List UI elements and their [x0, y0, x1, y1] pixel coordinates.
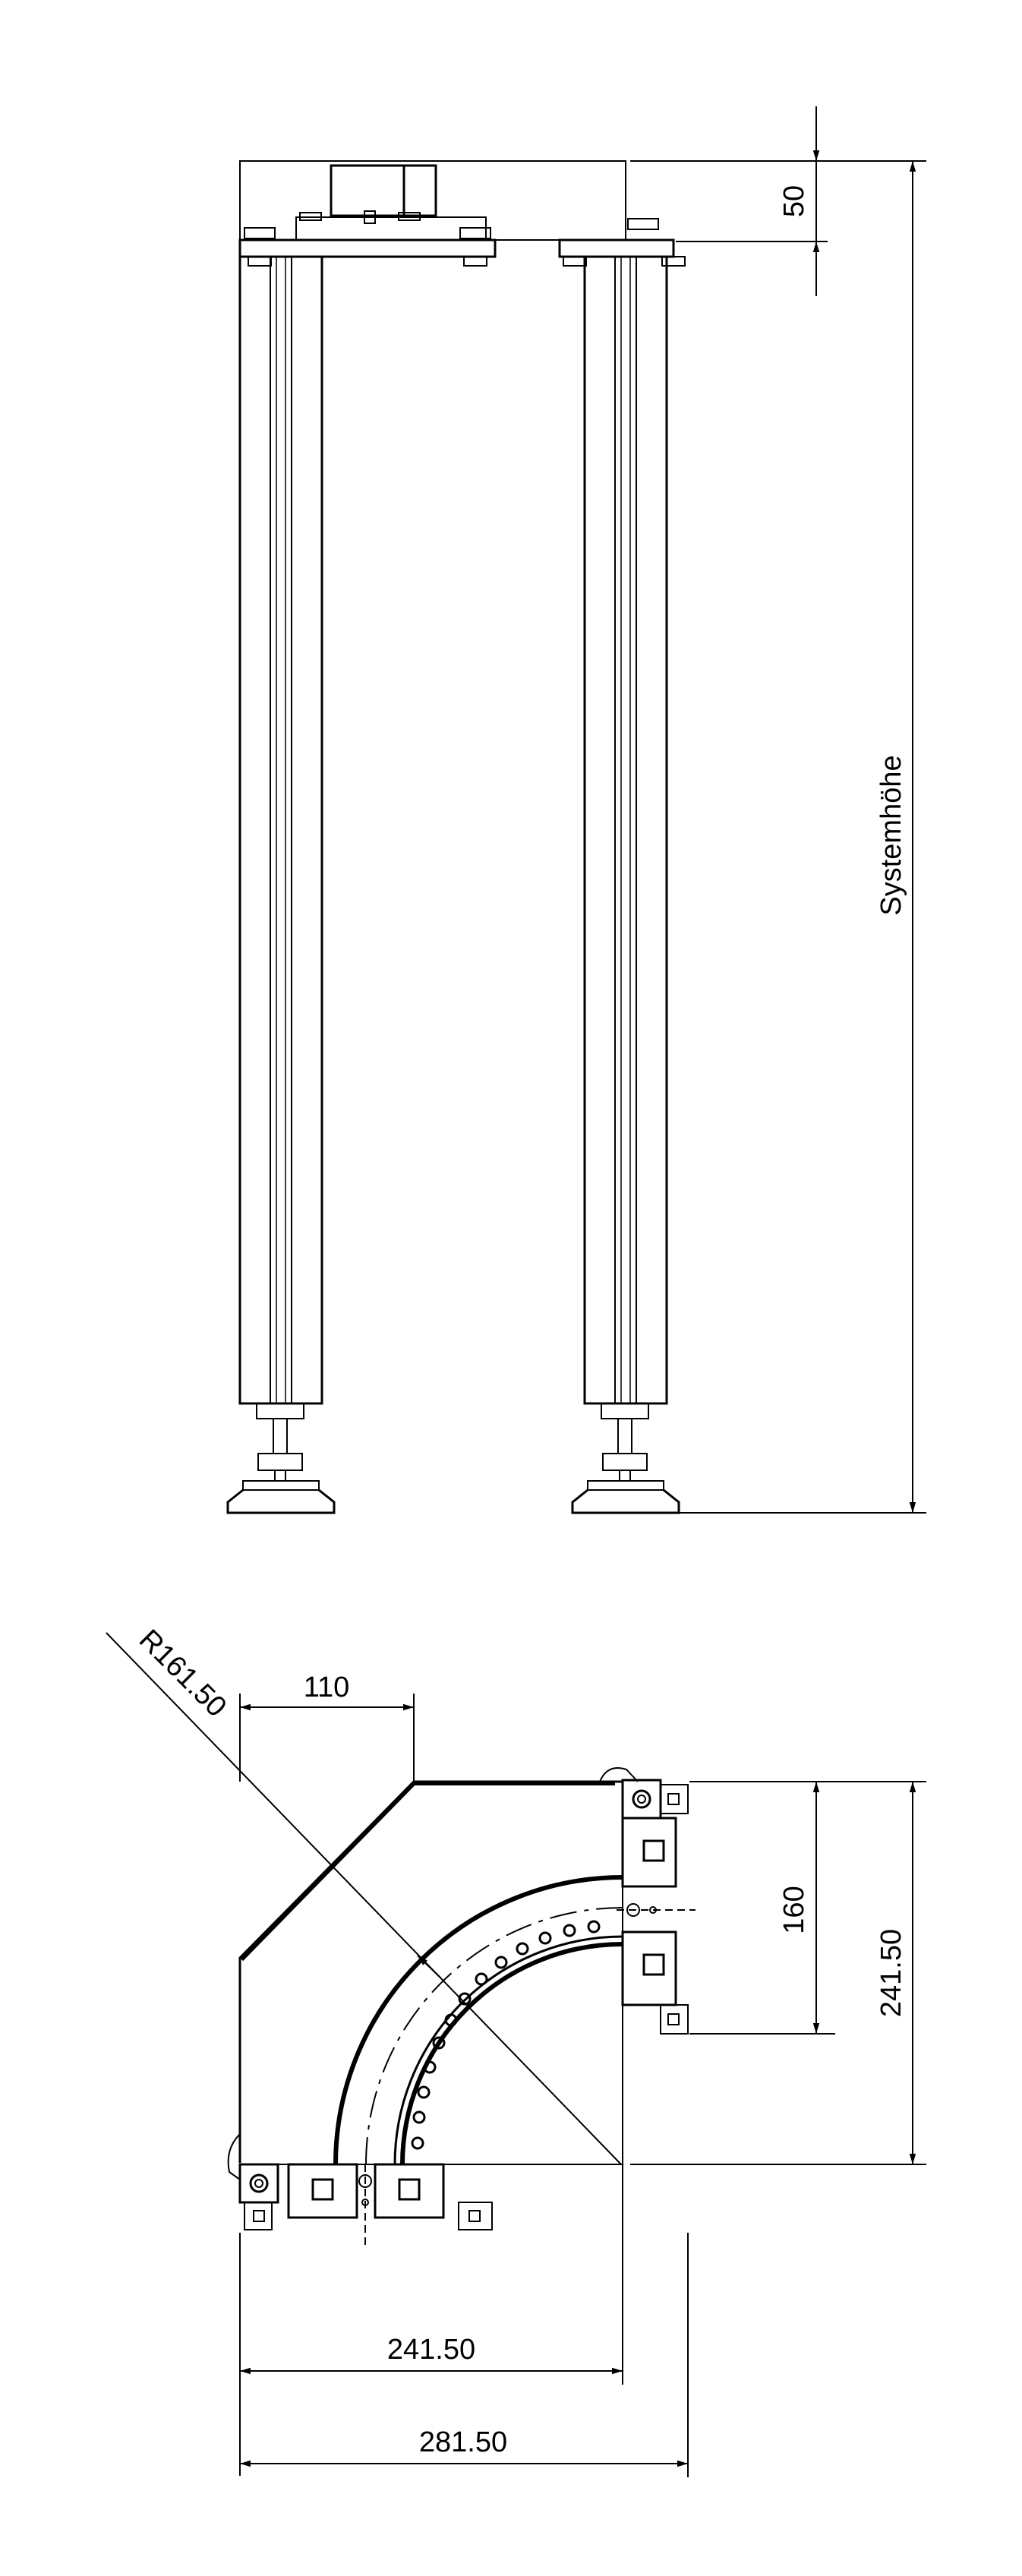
dim-chamfer-width: 110 — [239, 1672, 415, 1782]
dim-connector-spacing: 160 — [689, 1781, 835, 2035]
dim-inner-label: 241.50 — [387, 2334, 475, 2366]
dim-inner-width: 241.50 — [239, 2164, 623, 2476]
dim-160-label: 160 — [778, 1886, 810, 1934]
dim-system-height: Systemhöhe — [676, 161, 926, 1514]
dim-top-plate-height: 50 — [630, 106, 926, 296]
right-leg — [571, 255, 680, 1514]
drive-unit — [295, 164, 487, 241]
dim-side-height: 241.50 — [630, 1781, 926, 2165]
top-view: R161.50 110 160 241.50 241.5 — [106, 1624, 926, 2477]
cross-beam-left — [238, 238, 497, 258]
dim-radius: R161.50 — [106, 1624, 622, 2165]
left-leg — [226, 255, 336, 1514]
dim-side-label: 241.50 — [875, 1929, 907, 2017]
dim-110-label: 110 — [304, 1672, 350, 1703]
top-plate — [239, 160, 626, 241]
bead-row — [411, 1920, 601, 2150]
chamfer-edge — [239, 1781, 615, 1962]
right-connectors — [617, 1779, 696, 2035]
dim-r-label: R161.50 — [133, 1624, 232, 1723]
cross-beam-right — [558, 238, 675, 258]
dim-outer-label: 281.50 — [419, 2426, 507, 2458]
plate-bolts — [244, 218, 686, 267]
front-view: 50 Systemhöhe — [226, 106, 926, 1514]
dim-50-label: 50 — [778, 185, 810, 217]
dim-systemhoehe-label: Systemhöhe — [875, 755, 907, 915]
bottom-connectors — [238, 2163, 493, 2248]
dim-outer-width: 281.50 — [240, 2233, 689, 2477]
